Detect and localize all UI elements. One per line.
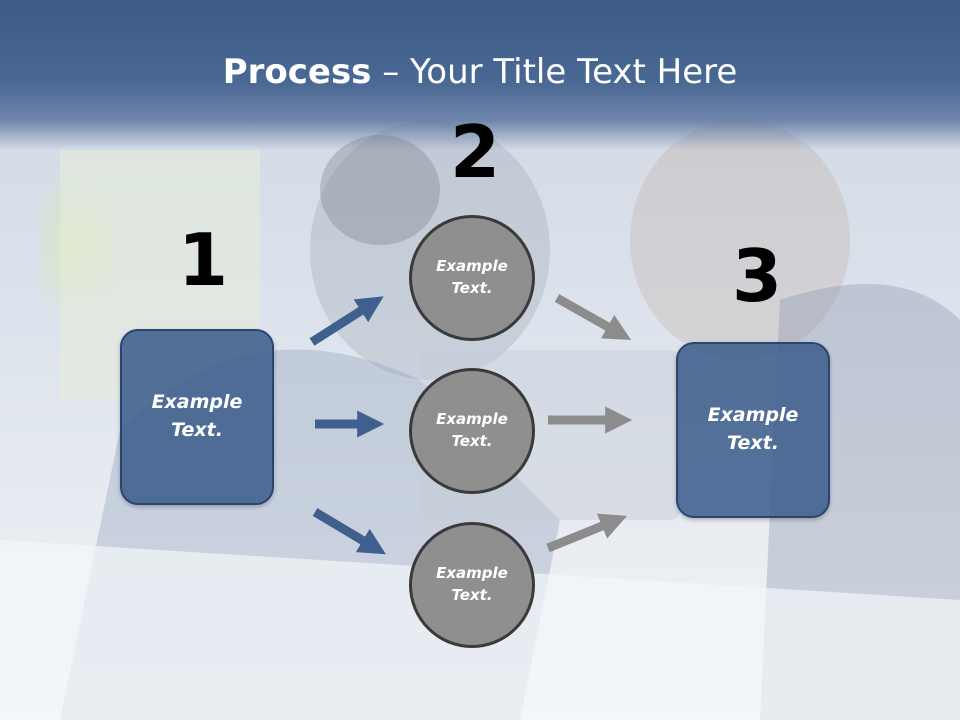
step-number-2[interactable]: 2 (450, 110, 501, 194)
title-rest-text: – Your Title Text Here (371, 52, 738, 92)
title-bold-text: Process (222, 52, 372, 92)
circle-top-text: Example Text. (436, 257, 508, 297)
circle-bottom[interactable]: Example Text. (409, 522, 535, 648)
slide-title[interactable]: Process – Your Title Text Here (0, 52, 960, 92)
circle-middle[interactable]: Example Text. (409, 368, 535, 494)
right-step-box[interactable]: Example Text. (676, 342, 830, 518)
step-number-1[interactable]: 1 (178, 218, 229, 302)
circle-bottom-text: Example Text. (436, 564, 508, 604)
circle-top[interactable]: Example Text. (409, 215, 535, 341)
step-number-3[interactable]: 3 (732, 234, 783, 318)
right-box-text: Example Text. (707, 404, 799, 454)
left-step-box[interactable]: Example Text. (120, 329, 274, 505)
left-box-text: Example Text. (151, 391, 243, 441)
circle-middle-text: Example Text. (436, 410, 508, 450)
title-bar (0, 0, 960, 150)
